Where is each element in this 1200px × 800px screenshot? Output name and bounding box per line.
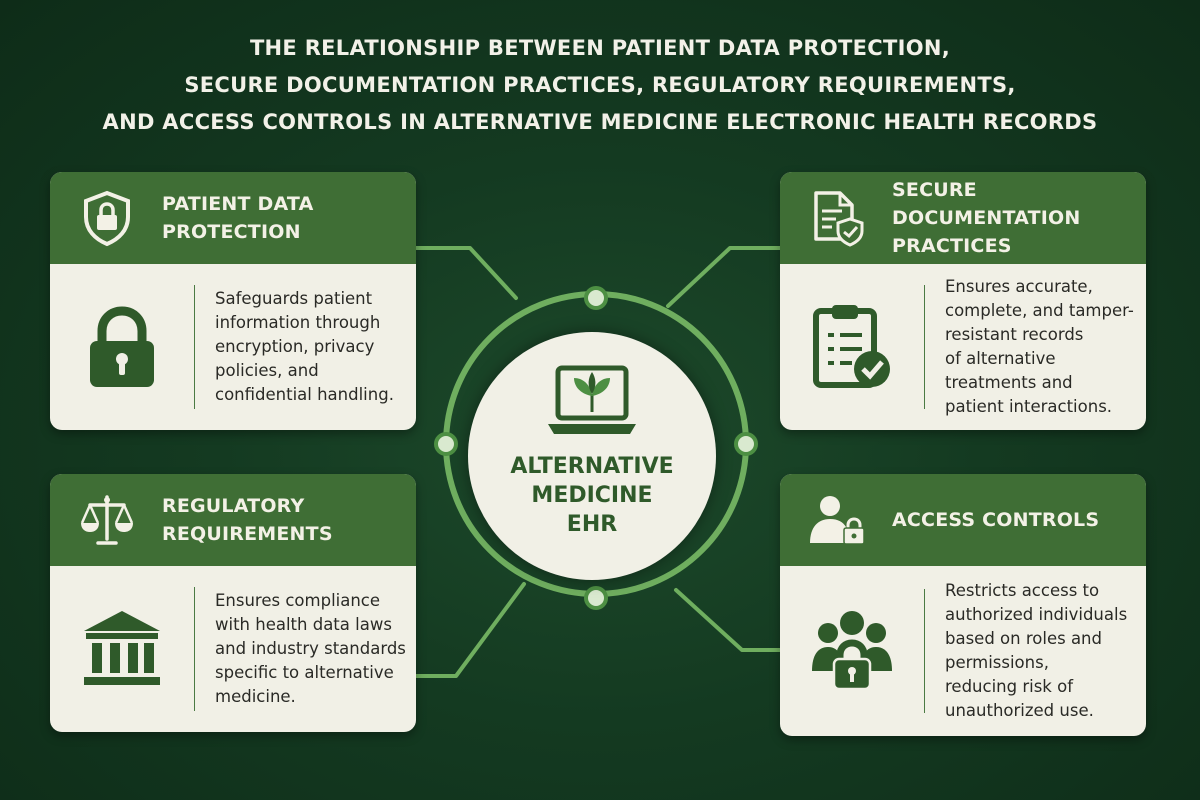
description-line: based on roles and [945,629,1102,648]
connector-regulatory-requirements [414,582,526,678]
description-line: with health data laws [215,615,392,634]
card-title-line: PATIENT DATA [162,193,314,215]
description-line: medicine. [215,687,296,706]
clipboard-check-icon [813,305,890,388]
description-line: patient interactions. [945,397,1113,416]
shield-lock-icon [84,190,130,247]
card-header: ACCESS CONTROLS [780,474,1146,566]
center-hub: ALTERNATIVE MEDICINE EHR [468,332,716,580]
card-title: REGULATORY REQUIREMENTS [162,492,333,548]
group-lock-icon [812,611,892,691]
laptop-leaf-icon [548,365,636,434]
card-description: Ensures compliance with health data laws… [215,589,415,709]
card-title-line: PRACTICES [892,235,1012,257]
description-line: authorized individuals [945,605,1128,624]
card-divider [194,285,195,409]
ring-node-top [584,286,608,310]
ring-node-right [734,432,758,456]
title-line: AND ACCESS CONTROLS IN ALTERNATIVE MEDIC… [102,110,1098,134]
description-line: reducing risk of [945,677,1074,696]
card-header: PATIENT DATA PROTECTION [50,172,416,264]
card-header: SECURE DOCUMENTATION PRACTICES [780,172,1146,264]
card-description: Restricts access to authorized individua… [945,579,1145,723]
padlock-icon [90,306,154,387]
card-description: Ensures accurate, complete, and tamper- … [945,275,1145,419]
center-label-line: MEDICINE [531,483,653,508]
card-title: PATIENT DATA PROTECTION [162,190,314,246]
title-line: THE RELATIONSHIP BETWEEN PATIENT DATA PR… [249,36,951,60]
card-description: Safeguards patient information through e… [215,287,415,407]
card-title-line: REQUIREMENTS [162,523,333,545]
card-header: REGULATORY REQUIREMENTS [50,474,416,566]
description-line: unauthorized use. [945,701,1094,720]
ring-node-bottom [584,586,608,610]
description-line: policies, and [215,361,319,380]
description-line: confidential handling. [215,385,394,404]
card-title-line: SECURE DOCUMENTATION [892,179,1081,229]
description-line: information through [215,313,381,332]
scales-icon [80,495,134,545]
card-patient-data-protection: PATIENT DATA PROTECTION Safeguards patie… [50,172,416,430]
description-line: Ensures accurate, [945,277,1093,296]
card-divider [194,587,195,711]
diagram-title: THE RELATIONSHIP BETWEEN PATIENT DATA PR… [0,30,1200,141]
title-line: SECURE DOCUMENTATION PRACTICES, REGULATO… [184,73,1016,97]
description-line: Safeguards patient [215,289,373,308]
description-line: Restricts access to [945,581,1100,600]
card-body: Safeguards patient information through e… [50,264,416,430]
description-line: Ensures compliance [215,591,381,610]
description-line: encryption, privacy [215,337,375,356]
card-secure-documentation: SECURE DOCUMENTATION PRACTICES Ensures a… [780,172,1146,430]
card-access-controls: ACCESS CONTROLS Restricts access to auth… [780,474,1146,736]
government-building-icon [84,611,160,685]
center-label-line: ALTERNATIVE [510,454,674,479]
card-divider [924,285,925,409]
card-divider [924,589,925,713]
center-label: ALTERNATIVE MEDICINE EHR [468,452,716,539]
card-body: Restricts access to authorized individua… [780,566,1146,736]
description-line: permissions, [945,653,1049,672]
card-title: ACCESS CONTROLS [892,506,1099,534]
card-title-line: ACCESS CONTROLS [892,509,1100,531]
ring-node-left [434,432,458,456]
card-body: Ensures compliance with health data laws… [50,566,416,732]
description-line: specific to alternative [215,663,394,682]
connector-secure-documentation [666,246,782,308]
card-regulatory-requirements: REGULATORY REQUIREMENTS Ensures complian… [50,474,416,732]
user-lock-icon [810,496,865,545]
description-line: resistant records [945,325,1084,344]
description-line: and industry standards [215,639,406,658]
connector-access-controls [674,588,782,652]
description-line: treatments and [945,373,1073,392]
card-body: Ensures accurate, complete, and tamper- … [780,264,1146,430]
description-line: complete, and tamper- [945,301,1134,320]
connector-patient-data-protection [414,246,518,300]
description-line: of alternative [945,349,1056,368]
card-title: SECURE DOCUMENTATION PRACTICES [892,176,1146,260]
card-title-line: REGULATORY [162,495,305,517]
center-label-line: EHR [566,512,618,537]
document-shield-icon [814,191,864,247]
card-title-line: PROTECTION [162,221,301,243]
